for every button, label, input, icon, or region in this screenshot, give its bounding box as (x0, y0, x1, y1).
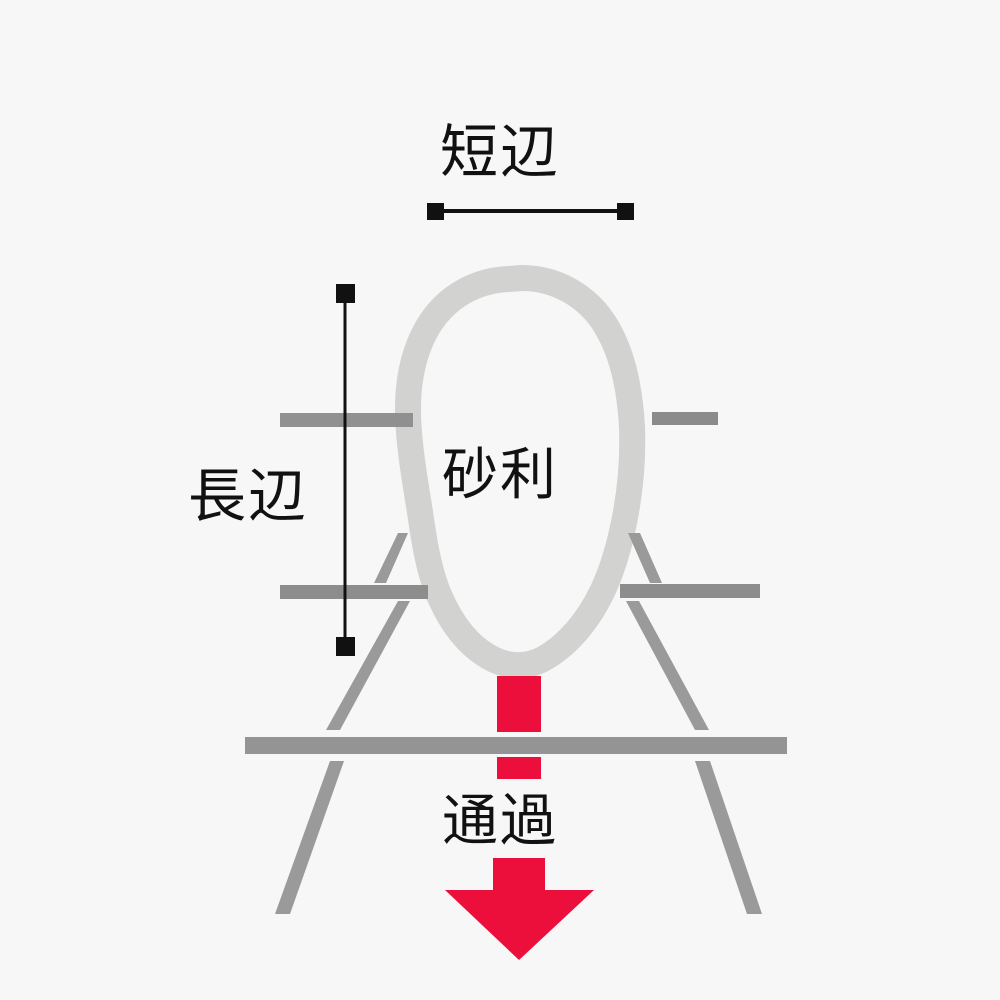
gravel-label: 砂利 (442, 443, 558, 506)
wire-right-upper (628, 533, 662, 583)
dimension-long-side (336, 284, 355, 656)
short-side-label: 短辺 (439, 120, 560, 185)
wire-right-bottom (695, 761, 762, 914)
long-side-label: 長辺 (188, 464, 309, 529)
pass-through-label: 通過 (442, 789, 558, 852)
wire-left-upper (374, 533, 408, 583)
flow-stem-above-mesh (497, 676, 541, 732)
short-side-handle-right (617, 203, 634, 220)
rail-mid-left (280, 585, 428, 599)
wire-left-bottom (275, 761, 344, 914)
gravel-outline-shape (394, 265, 646, 679)
rail-mid-right (620, 584, 760, 598)
wire-left-lower (326, 601, 410, 730)
long-side-handle-top (336, 284, 355, 303)
flow-stem-below-mesh (497, 757, 541, 779)
rail-upper-right (652, 412, 718, 425)
dimension-short-side (427, 203, 634, 220)
short-side-handle-left (427, 203, 444, 220)
rail-main (245, 737, 787, 754)
long-side-handle-bottom (336, 637, 355, 656)
down-arrow-icon (445, 858, 594, 960)
wire-right-lower (626, 601, 709, 730)
